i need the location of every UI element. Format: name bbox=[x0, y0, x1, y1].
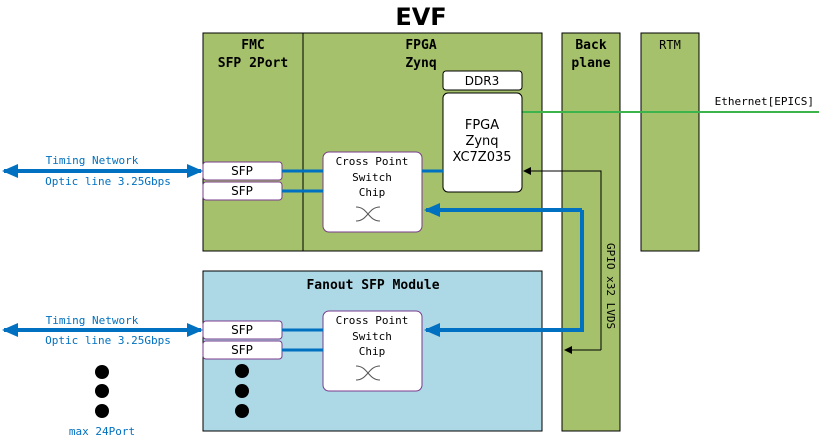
crosspoint-bottom-switch-icon bbox=[355, 365, 381, 381]
crosspoint-top-line2: Switch bbox=[352, 171, 392, 184]
timing-top-line1: Timing Network bbox=[46, 154, 139, 167]
ellipsis-dot bbox=[95, 365, 109, 379]
diagram-title: EVF bbox=[395, 3, 446, 31]
fmc-sublabel: SFP 2Port bbox=[218, 56, 288, 71]
backplane-label: Back bbox=[575, 38, 606, 53]
ellipsis-dot bbox=[235, 384, 249, 398]
fanout-label: Fanout SFP Module bbox=[306, 278, 439, 293]
ethernet-label: Ethernet[EPICS] bbox=[715, 95, 814, 108]
crosspoint-top-switch-icon bbox=[355, 206, 381, 222]
fpga-panel-label: FPGA bbox=[405, 38, 436, 53]
max-ports-label: max 24Port bbox=[69, 425, 135, 438]
timing-bottom-line1: Timing Network bbox=[46, 314, 139, 327]
timing-top-line2: Optic line 3.25Gbps bbox=[45, 175, 171, 188]
crosspoint-top-line3: Chip bbox=[359, 186, 386, 199]
sfp-fanout-2-label: SFP bbox=[231, 343, 253, 357]
ellipsis-dot bbox=[95, 384, 109, 398]
timing-bottom-line2: Optic line 3.25Gbps bbox=[45, 334, 171, 347]
fpga-chip-line3: XC7Z035 bbox=[452, 150, 511, 165]
fpga-chip-line2: Zynq bbox=[465, 134, 498, 149]
ellipsis-dot bbox=[95, 404, 109, 418]
crosspoint-bottom-line3: Chip bbox=[359, 345, 386, 358]
rtm-block bbox=[640, 32, 700, 252]
fpga-panel-sublabel: Zynq bbox=[405, 56, 436, 71]
fmc-label: FMC bbox=[241, 38, 264, 53]
fmc-block bbox=[202, 32, 304, 252]
ellipsis-dot bbox=[235, 404, 249, 418]
fpga-chip-line1: FPGA bbox=[465, 118, 499, 133]
crosspoint-bottom-line2: Switch bbox=[352, 330, 392, 343]
sfp-fanout-1-label: SFP bbox=[231, 323, 253, 337]
gpio-label: GPIO x32 LVDS bbox=[604, 243, 617, 329]
ellipsis-dot bbox=[235, 364, 249, 378]
crosspoint-top-line1: Cross Point bbox=[336, 155, 409, 168]
backplane-route-bottom bbox=[424, 210, 584, 337]
backplane-block bbox=[561, 32, 621, 432]
ddr3-label: DDR3 bbox=[465, 74, 499, 88]
sfp-fmc-2-label: SFP bbox=[231, 184, 253, 198]
backplane-sublabel: plane bbox=[571, 56, 610, 71]
gpio-line-top bbox=[523, 167, 602, 350]
rtm-label: RTM bbox=[659, 38, 681, 52]
crosspoint-bottom-line1: Cross Point bbox=[336, 314, 409, 327]
sfp-fmc-1-label: SFP bbox=[231, 164, 253, 178]
ddr3-box bbox=[442, 70, 523, 91]
fpga-chip bbox=[442, 92, 523, 193]
